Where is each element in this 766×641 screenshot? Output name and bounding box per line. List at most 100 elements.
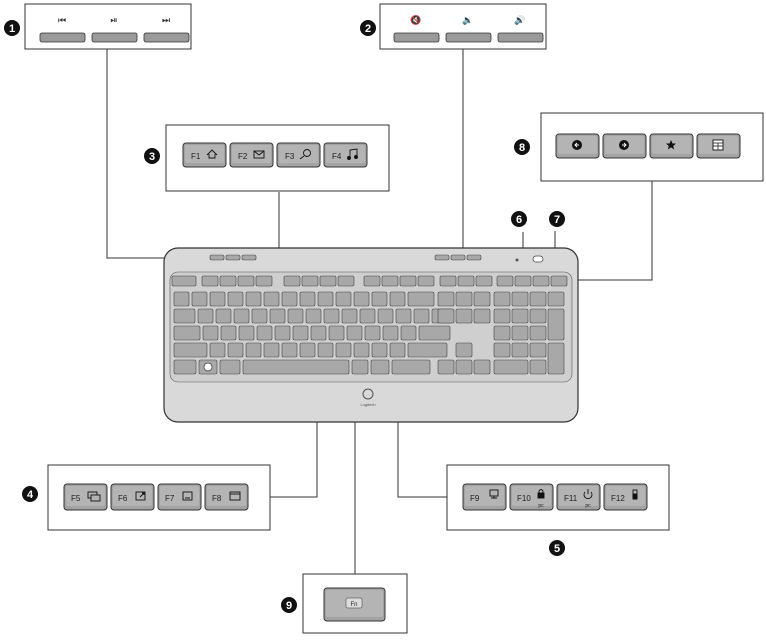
keyboard-key [493, 359, 529, 375]
key-esc [171, 275, 197, 287]
media-key-3 [143, 32, 190, 43]
brand-label: Logitech [360, 402, 375, 407]
windows-logo-key-icon [203, 362, 213, 372]
callout-number: 1 [9, 23, 15, 35]
key-sys-2 [457, 275, 475, 287]
lock-icon [537, 489, 545, 499]
mute-icon: 🔇 [410, 14, 421, 26]
key-f1 [201, 275, 219, 287]
keyboard-key [215, 308, 232, 324]
keyboard-key [251, 308, 268, 324]
callout-badge-9: 9 [281, 597, 297, 613]
keyboard-key [407, 342, 448, 358]
nav-key-2 [602, 133, 647, 159]
keyboard-key [353, 291, 370, 307]
callout-number: 7 [554, 214, 560, 226]
keyboard-key [238, 325, 255, 341]
keyboard-key [377, 308, 394, 324]
keyboard-key [382, 325, 399, 341]
keyboard-key [245, 342, 262, 358]
keyboard-key [305, 308, 322, 324]
keyboard-key [281, 291, 298, 307]
key-fn [351, 359, 369, 375]
key-f12 [417, 275, 435, 287]
key-f3 [237, 275, 255, 287]
fkey-label: F9 [470, 494, 480, 503]
keyboard-key [227, 291, 244, 307]
open-window-icon [135, 491, 146, 501]
keyboard-key [364, 325, 381, 341]
key-sys-1 [439, 275, 457, 287]
window-icon [229, 491, 241, 501]
callout-number: 2 [365, 23, 371, 35]
fkey-label: F8 [212, 494, 222, 503]
fkey-label: F5 [71, 494, 81, 503]
keyboard-key [529, 342, 547, 358]
callout-badge-4: 4 [22, 486, 38, 502]
key-menu [370, 359, 390, 375]
callout-number: 9 [286, 600, 292, 612]
star-icon [666, 140, 676, 150]
kbd-volume-key-1 [434, 254, 450, 261]
key-f11 [399, 275, 417, 287]
fkey-label: F4 [332, 152, 342, 161]
keyboard-key [274, 325, 291, 341]
keyboard-key [493, 308, 511, 324]
keyboard-key [263, 291, 280, 307]
key-nav-3 [532, 275, 550, 287]
key-ctrl-left [173, 359, 197, 375]
keyboard-key [173, 308, 196, 324]
key-f5 [283, 275, 301, 287]
keyboard-key [310, 325, 327, 341]
key-f4 [255, 275, 273, 287]
keyboard-key [328, 325, 345, 341]
key-nav-4 [550, 275, 568, 287]
keyboard-key [407, 291, 435, 307]
key-ctrl-right [391, 359, 431, 375]
calculator-icon [712, 139, 724, 151]
fkey-f3: F3 [276, 142, 321, 168]
fkey-sublabel: pc [585, 503, 591, 509]
keyboard: Logitech [163, 247, 579, 423]
keyboard-key [299, 291, 316, 307]
keyboard-key [437, 308, 455, 324]
keyboard-key [529, 291, 547, 307]
keyboard-key [395, 308, 412, 324]
key-space [242, 359, 350, 375]
fkey-label: F11 [564, 494, 578, 503]
fkey-f5: F5 [63, 483, 108, 511]
nav-key-1 [555, 133, 600, 159]
keyboard-key [317, 291, 334, 307]
key-f7 [319, 275, 337, 287]
keyboard-key [473, 359, 491, 375]
media-key-1 [39, 32, 86, 43]
keyboard-key [335, 342, 352, 358]
nav-key-4 [696, 133, 741, 159]
keyboard-key [529, 325, 547, 341]
power-icon [583, 489, 593, 500]
key-alt-left [219, 359, 241, 375]
callout-badge-1: 1 [4, 20, 20, 36]
keyboard-key [256, 325, 273, 341]
keyboard-key [511, 342, 529, 358]
callout-number: 3 [149, 151, 155, 163]
fkey-sublabel: pc [538, 503, 544, 509]
kbd-volume-key-3 [466, 254, 482, 261]
callout-badge-6: 6 [511, 211, 527, 227]
home-icon [206, 149, 218, 159]
keyboard-key [197, 308, 214, 324]
keyboard-key [473, 308, 491, 324]
keyboard-key [493, 291, 511, 307]
keyboard-key [209, 291, 226, 307]
keyboard-key [281, 342, 298, 358]
kbd-media-key-1 [209, 254, 225, 261]
volume-up-icon: 🔊 [514, 14, 525, 26]
fkey-label: F10 [517, 494, 531, 503]
keyboard-key [335, 291, 352, 307]
volume-key-2 [445, 32, 492, 43]
fkey-f7: F7 [157, 483, 202, 511]
fn-key: Fn [323, 587, 386, 622]
fkey-f8: F8 [204, 483, 249, 511]
